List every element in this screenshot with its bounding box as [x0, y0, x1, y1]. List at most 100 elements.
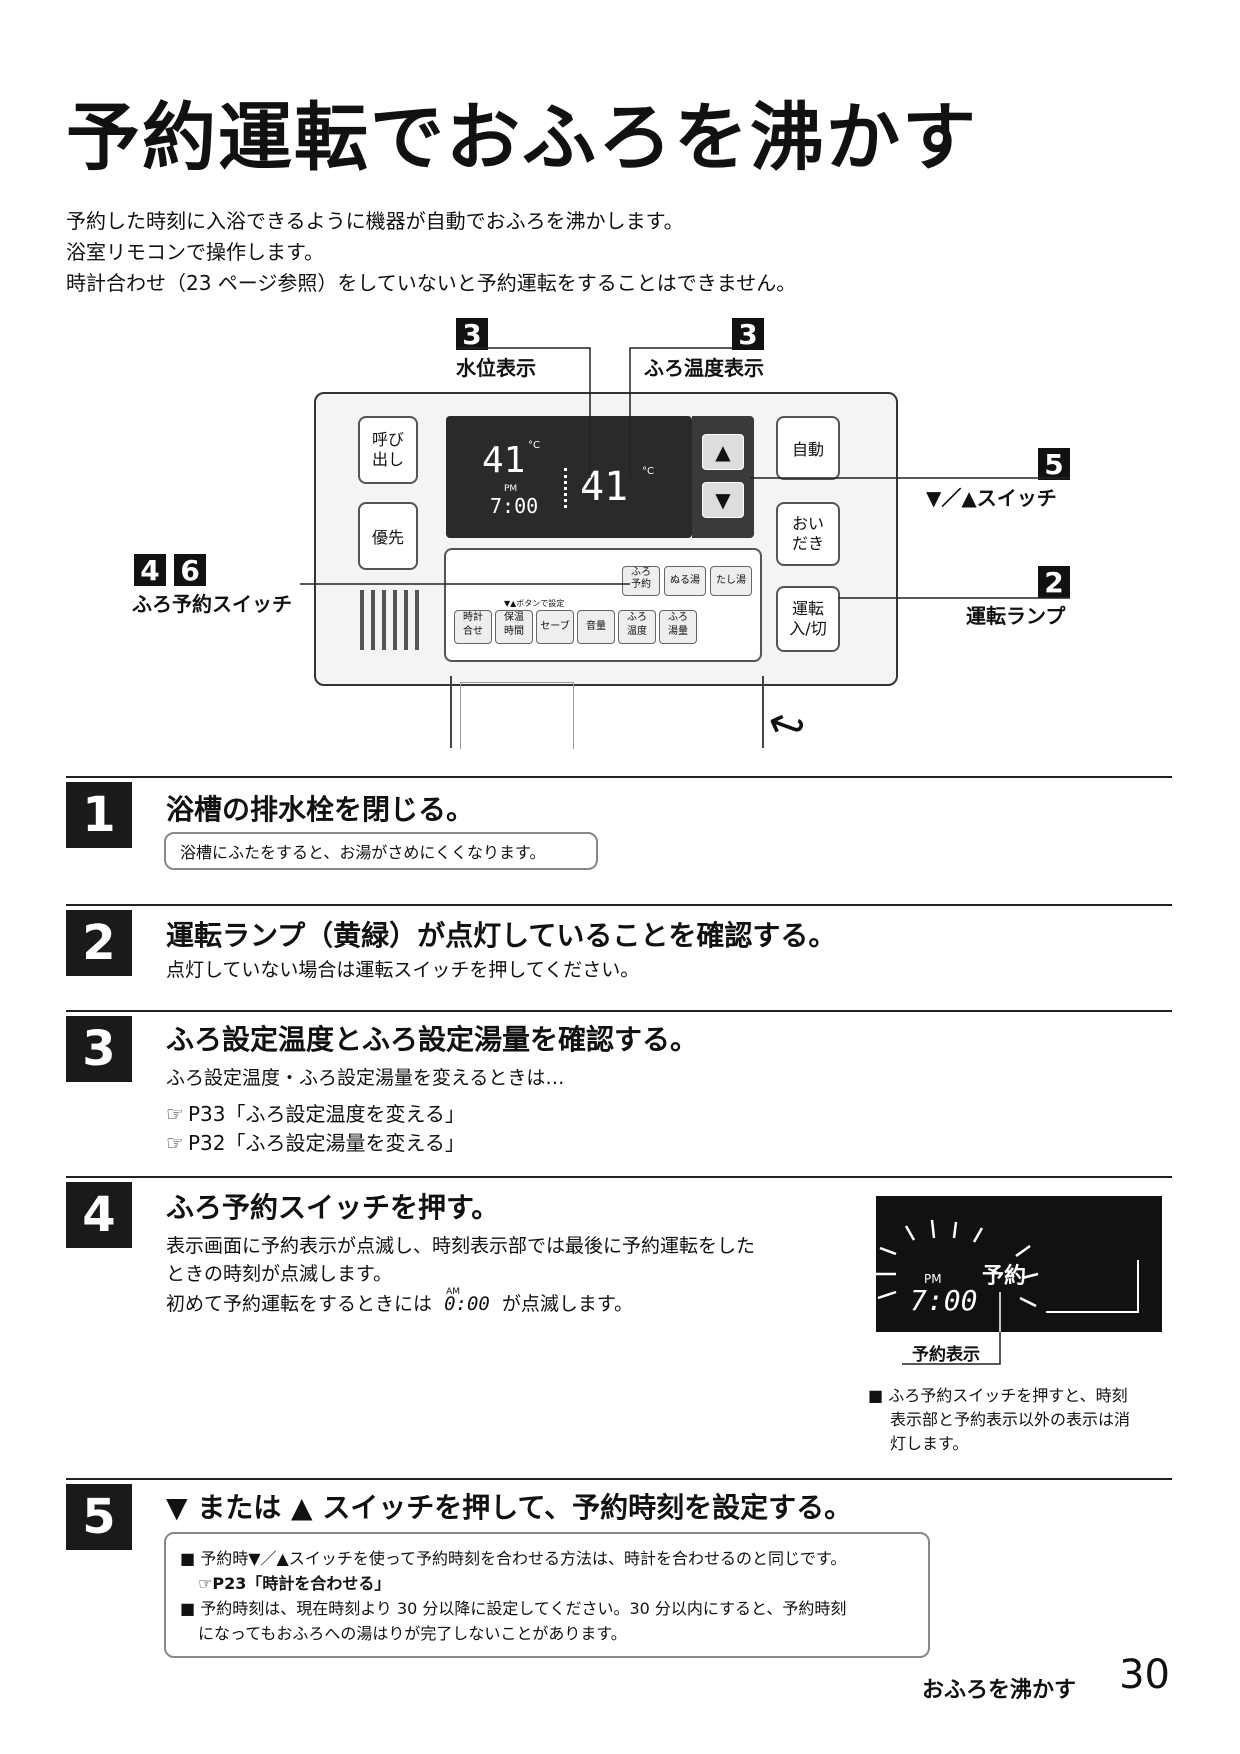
callout-lamp: 2 — [1038, 566, 1070, 599]
callout-bath-temp: 3 — [732, 318, 764, 351]
power-button[interactable]: 運転 入/切 — [776, 586, 840, 652]
lcd-right-temp: 41 — [580, 464, 629, 510]
panel-hint: ▼▲ボタンで設定 — [504, 599, 565, 608]
step-title: 浴槽の排水栓を閉じる。 — [166, 793, 475, 826]
lcd-unit-right: °C — [642, 466, 654, 477]
callout-label-water-level: 水位表示 — [456, 356, 536, 380]
panel-bottom-buttons: 時計 合せ 保温 時間 セーブ 音量 ふろ 温度 ふろ 湯量 — [454, 610, 697, 644]
page-title: 予約運転でおふろを沸かす — [66, 95, 978, 181]
intro-text: 予約した時刻に入浴できるように機器が自動でおふろを沸かします。 浴室リモコンで操… — [66, 206, 796, 299]
step-title: ▼ または ▲ スイッチを押して、予約時刻を設定する。 — [166, 1491, 853, 1524]
call-button-label: 呼び 出し — [371, 430, 404, 469]
page-reference[interactable]: ☞P33「ふろ設定温度を変える」 — [166, 1098, 465, 1127]
callout-number: 3 — [732, 318, 764, 351]
power-button-label: 運転 入/切 — [789, 599, 827, 638]
initial-time: 0:00 — [444, 1293, 490, 1315]
page-number: 30 — [1119, 1652, 1170, 1698]
callout-label-lamp: 運転ランプ — [966, 604, 1066, 628]
step-divider — [66, 904, 1172, 906]
priority-button[interactable]: 優先 — [358, 502, 418, 570]
am-time-display: AM 0:00 — [444, 1287, 490, 1318]
lcd-time: 7:00 — [490, 494, 539, 518]
side-note: ■ ふろ予約スイッチを押すと、時刻 表示部と予約表示以外の表示は消 灯します。 — [868, 1384, 1130, 1456]
panel-top-buttons: ふろ 予約 ぬる湯 たし湯 — [622, 566, 752, 596]
callout-number: 4 — [134, 554, 166, 587]
step-number: 1 — [66, 782, 132, 848]
step-title: ふろ設定温度とふろ設定湯量を確認する。 — [166, 1023, 699, 1056]
callout-label-updown: ▼／▲スイッチ — [926, 486, 1057, 510]
lukewarm-button[interactable]: ぬる湯 — [664, 566, 706, 596]
step-note: 浴槽にふたをすると、お湯がさめにくくなります。 — [164, 832, 598, 870]
callout-water-level: 3 — [456, 318, 488, 351]
am-label: AM — [446, 1287, 460, 1297]
text-segment: 初めて予約運転をするときには — [166, 1293, 433, 1315]
side-note-line: 表示部と予約表示以外の表示は消 — [890, 1410, 1131, 1429]
reserve-lcd: PM 7:00 予約 — [876, 1196, 1162, 1332]
callout-updown: 5 — [1038, 448, 1070, 481]
step-divider — [66, 776, 1172, 778]
note-line: になってもおふろへの湯はりが完了しないことがあります。 — [198, 1624, 627, 1643]
reheat-button[interactable]: おい だき — [776, 502, 840, 566]
speaker-grille — [360, 590, 419, 650]
up-button[interactable]: ▲ — [702, 434, 744, 470]
callout-leader-lines — [300, 347, 1070, 599]
step-divider — [66, 1176, 1172, 1178]
updown-panel: ▲ ▼ — [692, 416, 754, 538]
step-number: 2 — [66, 910, 132, 976]
callout-number: 3 — [456, 318, 488, 351]
call-button[interactable]: 呼び 出し — [358, 416, 418, 484]
add-hot-water-button[interactable]: たし湯 — [710, 566, 752, 596]
note-line: ■ 予約時▼／▲スイッチを使って予約時刻を合わせる方法は、時計を合わせるのと同じ… — [180, 1549, 847, 1568]
down-button[interactable]: ▼ — [702, 482, 744, 518]
step-divider — [66, 1010, 1172, 1012]
lcd-water-level-bar — [564, 468, 579, 508]
callout-label-reserve: ふろ予約スイッチ — [132, 592, 292, 616]
lcd-reserve: 予約 — [982, 1264, 1027, 1289]
step-number: 5 — [66, 1484, 132, 1550]
step-text: ときの時刻が点滅します。 — [166, 1263, 393, 1285]
pointing-hand-icon: ☞ — [166, 1131, 184, 1155]
step-text: 表示画面に予約表示が点滅し、時刻表示部では最後に予約運転をした — [166, 1235, 756, 1257]
pointing-hand-icon: ☞ — [198, 1574, 213, 1593]
step-text: ふろ設定温度・ふろ設定湯量を変えるときは… — [166, 1067, 565, 1089]
step-number: 3 — [66, 1016, 132, 1082]
lcd-time: 7:00 — [910, 1284, 978, 1317]
callout-label-bath-temp: ふろ温度表示 — [644, 356, 764, 380]
step-text-initial-time: 初めて予約運転をするときには AM 0:00 が点滅します。 — [166, 1287, 633, 1318]
remote-lower-panel: ふろ 予約 ぬる湯 たし湯 ▼▲ボタンで設定 時計 合せ 保温 時間 セーブ 音… — [444, 548, 762, 662]
lcd-label: 予約表示 — [912, 1345, 980, 1365]
intro-line: 時計合わせ（23 ページ参照）をしていないと予約運転をすることはできません。 — [66, 271, 797, 295]
callout-number: 5 — [1038, 448, 1070, 481]
step-note-box: ■ 予約時▼／▲スイッチを使って予約時刻を合わせる方法は、時計を合わせるのと同じ… — [164, 1532, 930, 1658]
pointing-hand-icon: ☞ — [166, 1102, 184, 1126]
ref-text: P32「ふろ設定湯量を変える」 — [187, 1131, 465, 1155]
side-note-line: 灯します。 — [890, 1434, 969, 1453]
intro-line: 浴室リモコンで操作します。 — [66, 240, 324, 264]
step-divider — [66, 1478, 1172, 1480]
volume-button[interactable]: 音量 — [577, 610, 615, 644]
lcd-label-leader — [902, 1332, 1001, 1365]
keep-warm-button[interactable]: 保温 時間 — [495, 610, 533, 644]
reheat-button-label: おい だき — [791, 514, 824, 553]
ref-text: P23「時計を合わせる」 — [212, 1574, 391, 1593]
note-line: ■ 予約時刻は、現在時刻より 30 分以降に設定してください。30 分以内にする… — [180, 1599, 847, 1618]
auto-button-label: 自動 — [791, 440, 824, 459]
bath-volume-button[interactable]: ふろ 湯量 — [659, 610, 697, 644]
reserve-button[interactable]: ふろ 予約 — [622, 566, 660, 596]
lcd-pm: PM — [924, 1272, 942, 1286]
blink-rays-icon — [876, 1219, 1139, 1332]
save-button[interactable]: セーブ — [536, 610, 574, 644]
intro-line: 予約した時刻に入浴できるように機器が自動でおふろを沸かします。 — [66, 209, 684, 233]
page-reference[interactable]: ☞P23「時計を合わせる」 — [180, 1571, 914, 1596]
lcd-unit-left: °C — [528, 440, 540, 451]
clock-set-button[interactable]: 時計 合せ — [454, 610, 492, 644]
page-reference[interactable]: ☞P32「ふろ設定湯量を変える」 — [166, 1127, 465, 1156]
remote-lcd: 41 °C PM 7:00 41 °C — [446, 416, 692, 538]
step-number: 4 — [66, 1182, 132, 1248]
priority-button-label: 優先 — [371, 528, 404, 547]
auto-button[interactable]: 自動 — [776, 416, 840, 480]
step-title: 運転ランプ（黄緑）が点灯していることを確認する。 — [166, 919, 837, 952]
bath-temp-button[interactable]: ふろ 温度 — [618, 610, 656, 644]
lcd-left-temp: 41 — [482, 440, 526, 481]
ref-text: P33「ふろ設定温度を変える」 — [187, 1102, 465, 1126]
